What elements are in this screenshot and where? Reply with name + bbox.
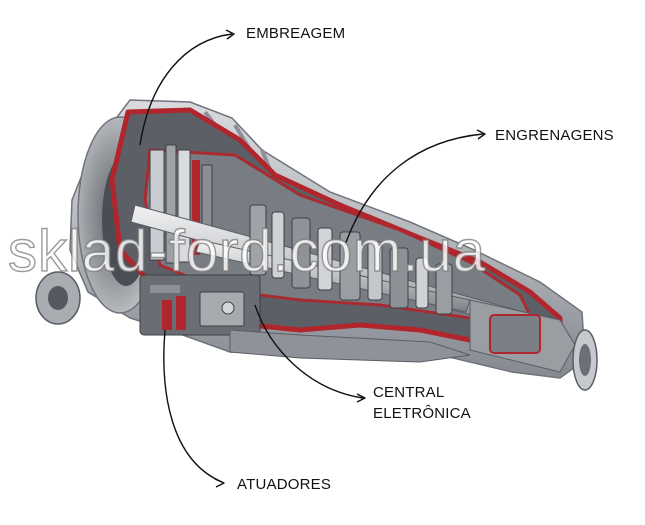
gears-callout-arrow	[344, 133, 484, 246]
gears-label: ENGRENAGENS	[495, 127, 614, 144]
clutch-callout-arrow	[139, 33, 233, 146]
ecu-label-line1: CENTRAL	[373, 384, 445, 401]
oil-pan	[229, 329, 471, 363]
actuators-callout-arrow	[163, 329, 223, 483]
ecu-label-line2: ELETRÔNICA	[373, 405, 471, 422]
control-unit	[139, 274, 261, 336]
clutch-pack	[149, 144, 213, 264]
gear-sets	[249, 204, 453, 315]
clutch-label: EMBREAGEM	[246, 25, 346, 42]
actuators-label: ATUADORES	[237, 476, 332, 493]
callout-arrows	[139, 29, 486, 488]
ecu-callout-arrow	[254, 304, 364, 399]
output-flange	[469, 299, 598, 391]
watermark: sklad-ford.com.ua	[7, 218, 486, 284]
input-flange	[35, 271, 81, 325]
